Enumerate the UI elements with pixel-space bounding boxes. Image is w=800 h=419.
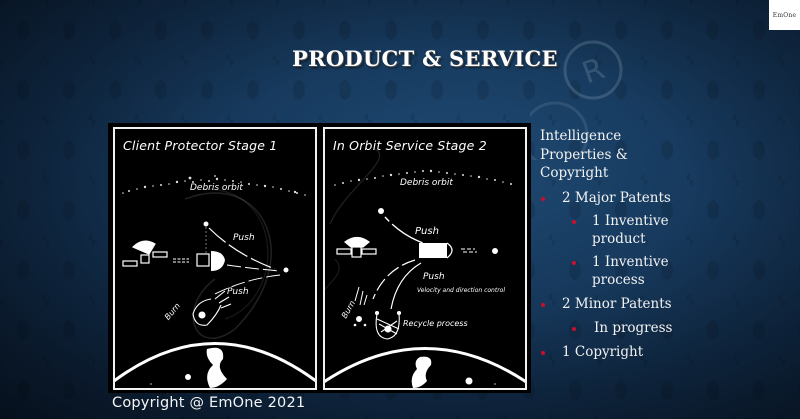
earth-icon	[115, 342, 315, 388]
logo-text: EmOne	[772, 11, 797, 19]
list-item: 1 Inventive product	[540, 212, 720, 248]
debris-field-icon	[122, 175, 306, 196]
client-protector-diagram	[115, 175, 315, 388]
label-debris-orbit: Debris orbit	[190, 183, 243, 193]
panel-title: Client Protector Stage 1	[123, 138, 278, 153]
panel-in-orbit-service: In Orbit Service Stage 2 Debris orbit Pu…	[323, 127, 527, 390]
list-item: In progress	[540, 319, 720, 337]
recycle-net-icon	[374, 310, 402, 340]
service-vehicle-icon	[419, 242, 453, 259]
debris-field-icon	[334, 169, 512, 186]
label-push-top: Push	[233, 233, 255, 243]
in-orbit-service-diagram	[325, 148, 525, 388]
bullet-icon	[572, 326, 576, 331]
satellite-icon	[336, 236, 377, 258]
list-heading: Intelligence Properties & Copyright	[540, 128, 628, 181]
protector-device-icon	[196, 251, 225, 271]
burning-debris-icon	[353, 286, 368, 327]
list-item: 1 Copyright	[540, 343, 720, 361]
copyright-footer: Copyright @ EmOne 2021	[112, 395, 306, 411]
slide-title: PRODUCT & SERVICE	[292, 46, 558, 71]
bullet-icon	[572, 260, 576, 265]
product-illustration: Client Protector Stage 1 Debris orbit Pu…	[108, 123, 531, 393]
company-logo: EmOne	[769, 0, 800, 30]
satellite-icon	[122, 240, 168, 267]
label-push-bottom: Push	[423, 272, 445, 282]
burning-debris-icon	[192, 290, 232, 326]
list-item: 2 Minor Patents	[540, 295, 720, 313]
svg-text:R: R	[578, 51, 610, 91]
panel-title: In Orbit Service Stage 2	[333, 138, 487, 153]
label-recycle-process: Recycle process	[403, 319, 468, 328]
label-velocity-control: Velocity and direction control	[417, 287, 506, 294]
panel-client-protector: Client Protector Stage 1 Debris orbit Pu…	[113, 127, 317, 390]
earth-icon	[325, 347, 525, 388]
bullet-icon	[541, 302, 545, 307]
bullet-icon	[572, 219, 576, 224]
label-push-top: Push	[415, 226, 439, 237]
ip-bullet-list: Intelligence Properties & Copyright 2 Ma…	[540, 127, 720, 361]
label-debris-orbit: Debris orbit	[400, 178, 453, 188]
list-item: 1 Inventive process	[540, 253, 720, 289]
list-item: 2 Major Patents	[540, 189, 720, 207]
label-push-bottom: Push	[227, 287, 249, 297]
bullet-icon	[541, 350, 545, 355]
bullet-icon	[541, 196, 545, 201]
